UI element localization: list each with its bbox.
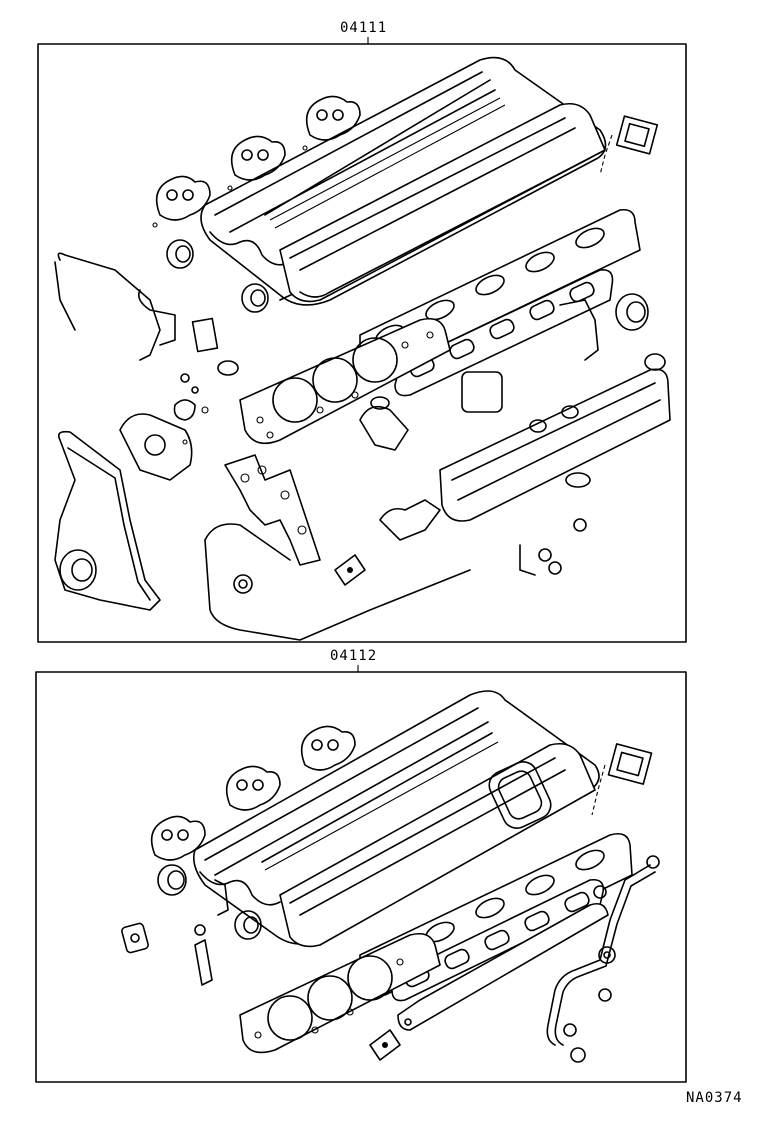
throttle-body-gaskets	[334, 396, 441, 586]
exhaust-manifold-gasket	[394, 268, 614, 397]
plug-tube-gaskets	[152, 95, 361, 228]
diagram-code: NA0374	[686, 1090, 743, 1106]
o-rings	[519, 518, 587, 576]
water-pump-gasket	[54, 252, 239, 481]
water-outlet-gaskets	[121, 879, 229, 986]
kit-label-bottom: 04112	[330, 648, 378, 664]
plug-tube-gaskets-2	[150, 725, 356, 861]
timing-cover-gasket	[224, 454, 321, 566]
cam-housing-gasket-2	[279, 742, 596, 948]
injector-seals	[369, 988, 612, 1063]
valve-cover-gasket-2	[192, 690, 600, 945]
kit-panel-top	[37, 37, 687, 643]
cylinder-head-gasket	[239, 317, 451, 445]
kit-panel-bottom	[35, 665, 687, 1083]
timing-belt-cover-gasket	[54, 430, 161, 611]
fuel-rail-gaskets	[397, 855, 660, 1046]
cylinder-head-gasket-2	[239, 932, 441, 1054]
oil-pan-gasket	[204, 523, 471, 641]
kit-label-top: 04111	[340, 20, 388, 36]
cam-housing-gasket	[279, 102, 606, 303]
square-gasket	[599, 115, 659, 176]
oil-seals	[59, 239, 649, 591]
intake-plenum-gasket	[439, 299, 671, 522]
square-gasket-2	[591, 743, 653, 816]
oil-seals-2	[157, 864, 262, 940]
